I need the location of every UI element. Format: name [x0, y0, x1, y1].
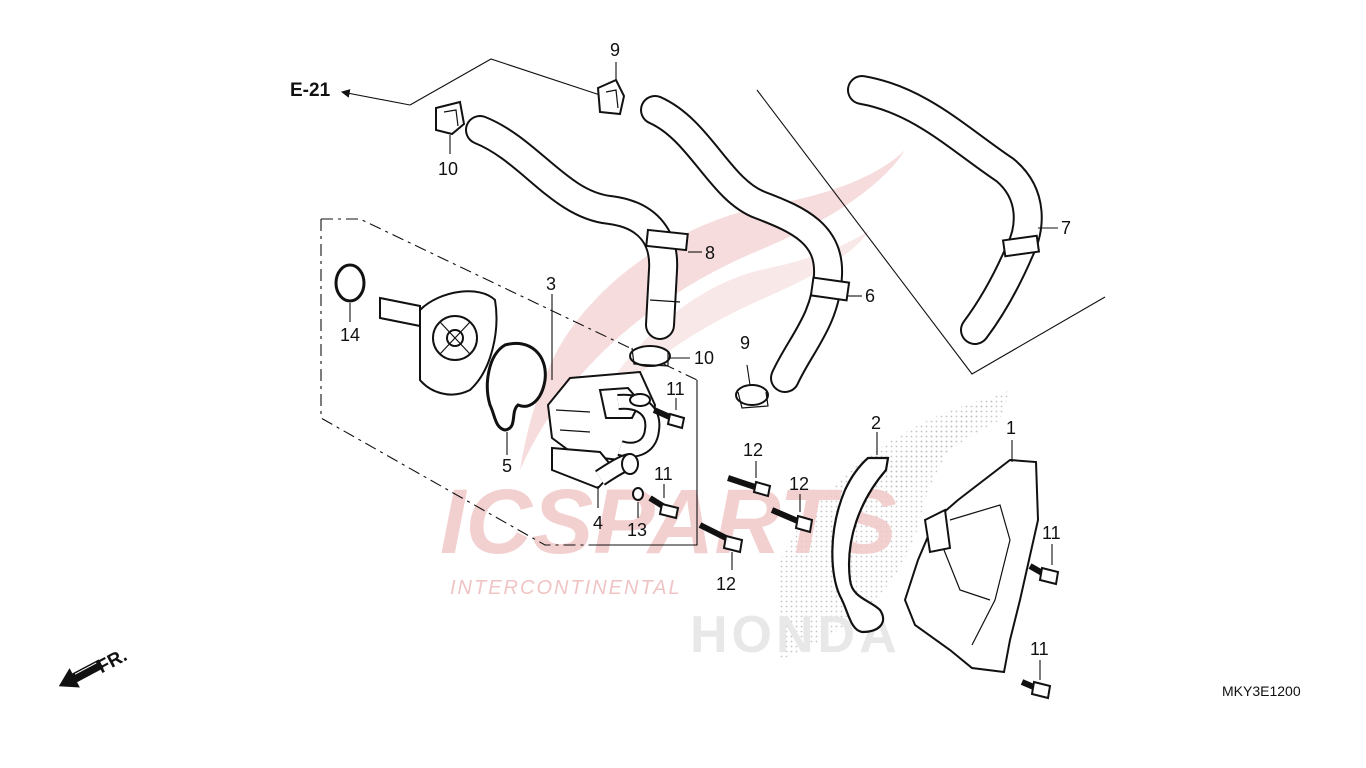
callout-11-d[interactable]: 11 — [1030, 639, 1049, 659]
bolt-11-b — [648, 495, 680, 520]
callout-12-b[interactable]: 12 — [789, 474, 809, 494]
pipe-4 — [551, 446, 639, 490]
callout-7[interactable]: 7 — [1061, 218, 1071, 238]
bolt-11-a — [652, 407, 686, 430]
hose-6-clamp — [809, 276, 851, 302]
callout-13[interactable]: 13 — [627, 520, 647, 540]
pump-solid-frame — [600, 380, 698, 546]
hose-10-upper — [465, 115, 689, 340]
hose-7-frame — [756, 89, 1106, 375]
hose-7 — [847, 75, 1043, 345]
clip-10-mid — [629, 345, 671, 367]
leader-lines — [349, 62, 1058, 680]
callout-4[interactable]: 4 — [593, 513, 603, 533]
callout-5[interactable]: 5 — [502, 456, 512, 476]
ref-page-e21[interactable]: E-21 — [290, 80, 331, 101]
o-ring-14 — [334, 263, 366, 303]
pump-impeller — [379, 290, 498, 396]
callout-10-mid[interactable]: 10 — [694, 348, 714, 368]
callout-9-top[interactable]: 9 — [610, 40, 620, 60]
callout-11-c[interactable]: 11 — [1042, 523, 1061, 543]
watermark: ICSPARTS INTERCONTINENTAL HONDA — [440, 150, 1010, 664]
bolt-12-c — [698, 522, 744, 554]
bolt-12-b — [770, 507, 814, 534]
e21-arrow — [340, 89, 411, 106]
front-label: FR. — [94, 645, 131, 678]
front-arrow-icon — [58, 659, 104, 688]
callout-11-b[interactable]: 11 — [654, 464, 673, 484]
bolt-11-d — [1020, 679, 1052, 700]
clip-9-top — [596, 78, 626, 116]
pump-cover-1 — [903, 458, 1040, 674]
cover-gasket-2 — [831, 456, 890, 634]
gasket-5 — [485, 342, 547, 432]
pump-dashed-frame-left — [320, 219, 600, 546]
hose-clamp-group-line — [409, 58, 601, 106]
dotted-wing-2 — [880, 390, 1010, 500]
callout-10-top[interactable]: 10 — [438, 159, 458, 179]
hose-7-clamp — [1001, 234, 1041, 258]
callout-1[interactable]: 1 — [1006, 418, 1016, 438]
watermark-brand: ICSPARTS — [440, 471, 897, 573]
washer-13 — [632, 487, 644, 501]
diagram-ref-code: MKY3E1200 — [1222, 683, 1301, 699]
hose-8-clamp — [645, 228, 689, 252]
callout-11-a[interactable]: 11 — [666, 379, 685, 399]
callout-8[interactable]: 8 — [705, 243, 715, 263]
callout-12-c[interactable]: 12 — [716, 574, 736, 594]
hose-6 — [640, 95, 851, 393]
watermark-tagline: INTERCONTINENTAL — [450, 577, 682, 599]
clip-10-top — [435, 100, 466, 136]
callouts: 1 2 3 4 5 6 7 8 9 9 10 10 11 11 11 11 12… — [340, 40, 1071, 659]
callout-2[interactable]: 2 — [871, 413, 881, 433]
callout-9-mid[interactable]: 9 — [740, 333, 750, 353]
front-direction: FR. — [58, 645, 131, 688]
bolt-12-a — [727, 475, 772, 498]
callout-6[interactable]: 6 — [865, 286, 875, 306]
bolt-11-c — [1028, 563, 1060, 586]
callout-3[interactable]: 3 — [546, 274, 556, 294]
wing-logo — [520, 150, 905, 470]
dotted-wing — [780, 395, 1000, 660]
callout-14[interactable]: 14 — [340, 325, 360, 345]
pump-body-3 — [546, 370, 661, 462]
callout-12-a[interactable]: 12 — [743, 440, 763, 460]
clip-9-mid — [735, 384, 769, 409]
reference-lines — [320, 58, 1106, 546]
